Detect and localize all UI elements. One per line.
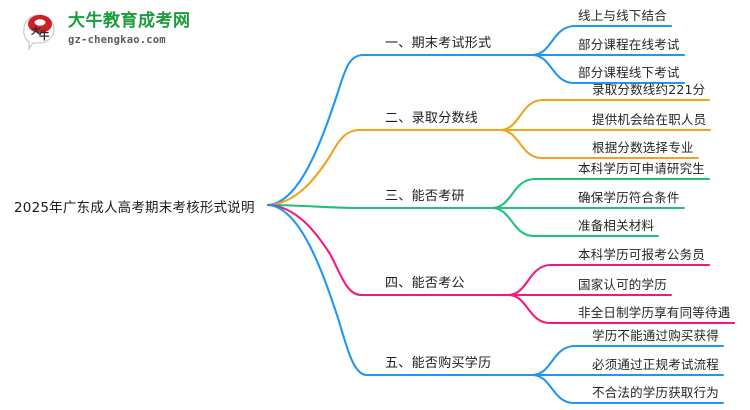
logo-text: 大牛教育成考网 gz-chengkao.com <box>68 11 191 47</box>
logo-url: gz-chengkao.com <box>68 34 166 46</box>
logo-title: 大牛教育成考网 <box>68 11 191 31</box>
leaf-label-1-3[interactable]: 部分课程线下考试 <box>578 65 680 80</box>
leaf-label-5-1[interactable]: 学历不能通过购买获得 <box>592 328 720 343</box>
leaf-label-5-2[interactable]: 必须通过正规考试流程 <box>592 357 720 372</box>
branch-label-3[interactable]: 三、能否考研 <box>385 189 465 204</box>
leaf-label-1-2[interactable]: 部分课程在线考试 <box>578 37 680 52</box>
leaf-label-2-2[interactable]: 提供机会给在职人员 <box>592 112 707 127</box>
leaf-label-5-3[interactable]: 不合法的学历获取行为 <box>592 385 720 400</box>
svg-text:牛: 牛 <box>39 29 50 42</box>
leaf-label-3-1[interactable]: 本科学历可申请研究生 <box>578 161 706 176</box>
leaf-label-4-2[interactable]: 国家认可的学历 <box>578 277 667 292</box>
mindmap-root-label[interactable]: 2025年广东成人高考期末考核形式说明 <box>14 200 255 216</box>
leaf-label-4-3[interactable]: 非全日制学历享有同等待遇 <box>578 305 731 320</box>
svg-text:大: 大 <box>31 25 41 37</box>
branch-label-4[interactable]: 四、能否考公 <box>385 276 465 291</box>
leaf-label-3-3[interactable]: 准备相关材料 <box>578 218 655 233</box>
leaf-label-3-2[interactable]: 确保学历符合条件 <box>578 190 680 205</box>
daniu-logo-icon: 大 牛 <box>23 14 55 52</box>
branch-label-1[interactable]: 一、期末考试形式 <box>385 36 492 51</box>
leaf-label-2-3[interactable]: 根据分数选择专业 <box>592 140 694 155</box>
leaf-label-2-1[interactable]: 录取分数线约221分 <box>592 82 706 97</box>
leaf-label-4-1[interactable]: 本科学历可报考公务员 <box>578 247 706 262</box>
branch-label-5[interactable]: 五、能否购买学历 <box>385 356 492 371</box>
site-logo: 大 牛 大牛教育成考网 gz-chengkao.com <box>18 10 198 52</box>
branch-label-2[interactable]: 二、录取分数线 <box>385 111 479 126</box>
leaf-label-1-1[interactable]: 线上与线下结合 <box>578 8 667 23</box>
